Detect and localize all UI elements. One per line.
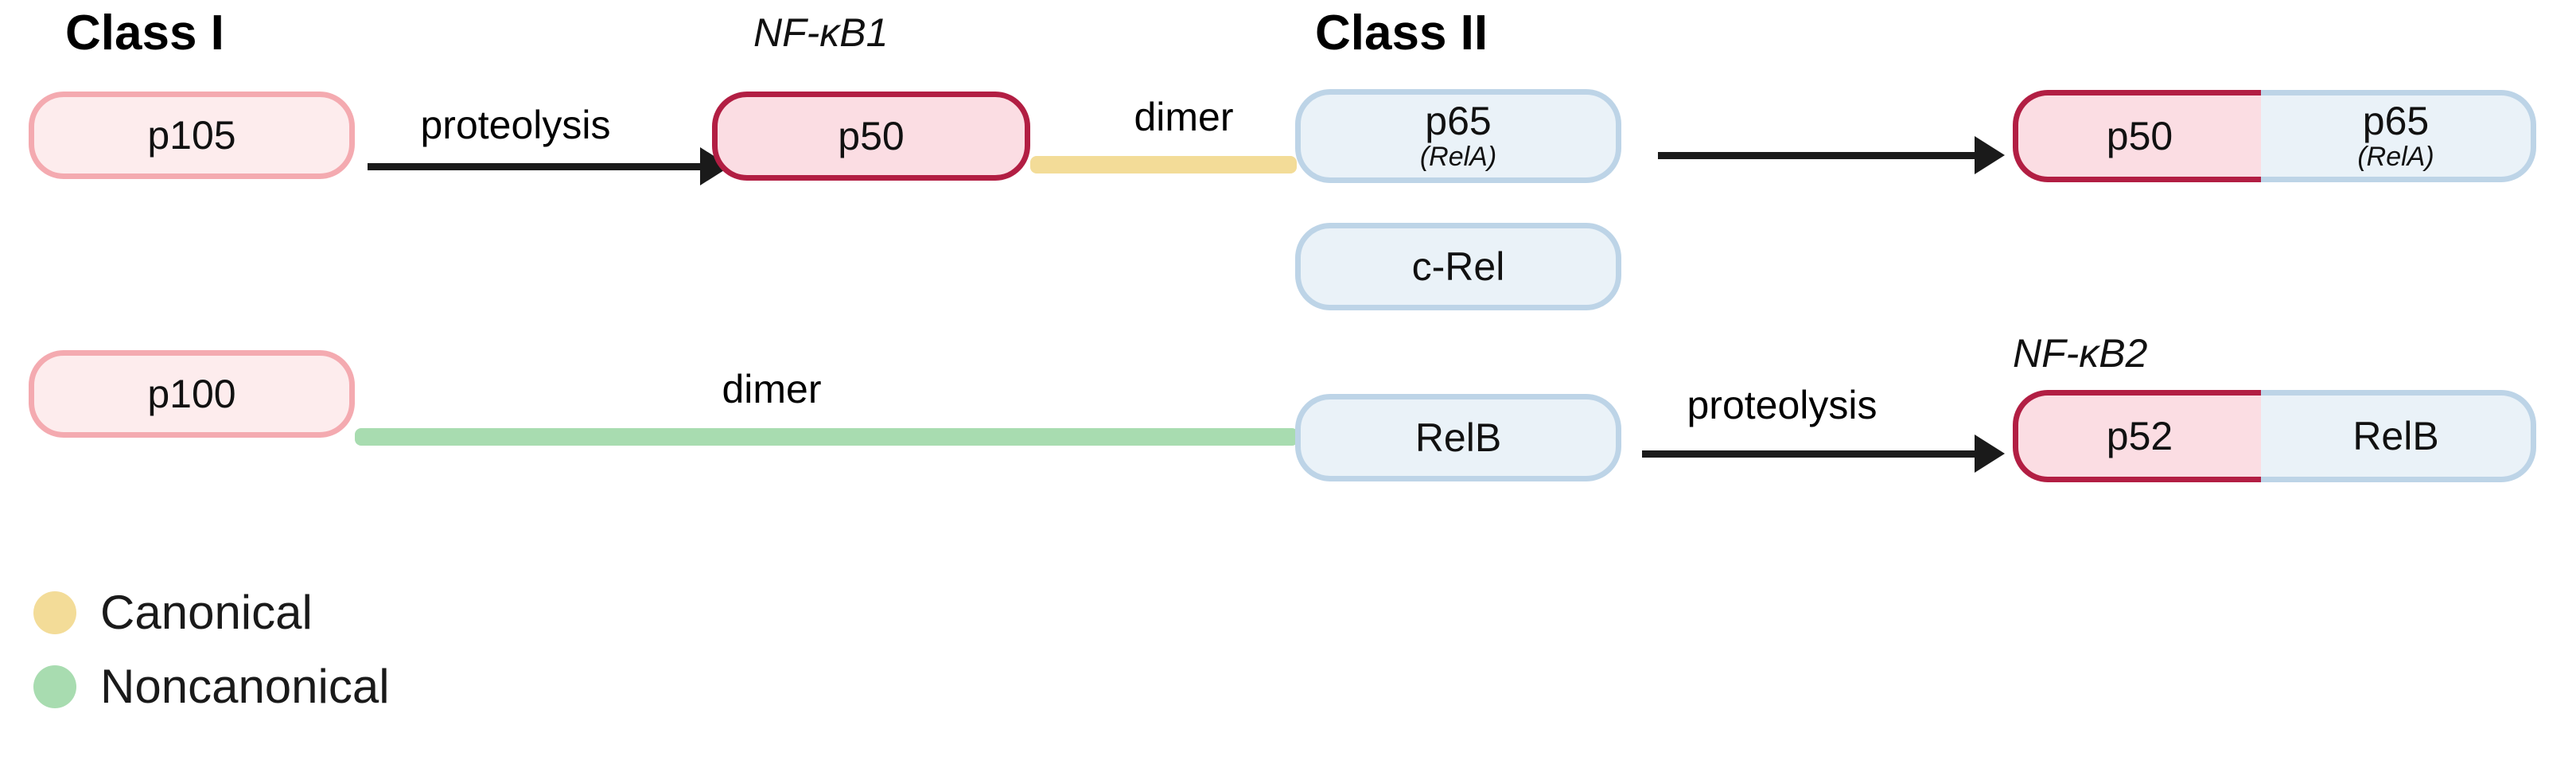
node-dimer-p50-label: p50: [2106, 113, 2173, 158]
edge-label-dimer-bottom: dimer: [722, 367, 822, 411]
class-ii-title: Class II: [1315, 6, 1488, 60]
legend-dot-canonical-icon: [33, 590, 76, 634]
node-p105[interactable]: p105: [29, 92, 355, 179]
node-c-rel[interactable]: c-Rel: [1295, 223, 1621, 310]
node-p50[interactable]: p50: [712, 92, 1030, 181]
node-p65-label: p65: [1425, 99, 1492, 144]
node-dimer-p50[interactable]: p50: [2013, 90, 2261, 182]
edge-label-proteolysis-top: proteolysis: [420, 103, 611, 147]
node-dimer-p52-label: p52: [2106, 413, 2173, 458]
legend-dot-noncanonical-icon: [33, 665, 76, 708]
arrow-line-proteolysis-bottom: [1642, 450, 1976, 458]
arrow-line-proteolysis-top: [368, 163, 702, 170]
node-dimer-p65-alias: (RelA): [2357, 142, 2434, 173]
node-p50-label: p50: [838, 113, 905, 158]
node-p105-label: p105: [147, 112, 236, 158]
nfkb2-label: NF-κB2: [2013, 331, 2148, 376]
node-dimer-p65-label: p65: [2362, 99, 2430, 144]
node-dimer-relb[interactable]: RelB: [2261, 390, 2536, 482]
node-dimer-relb-label: RelB: [2352, 413, 2439, 458]
connector-noncanonical-dimer: [355, 428, 1298, 446]
node-dimer-p65[interactable]: p65 (RelA): [2261, 90, 2536, 182]
node-p65-alias: (RelA): [1419, 142, 1497, 173]
node-relb-label: RelB: [1414, 415, 1502, 460]
legend-item-noncanonical: Noncanonical: [33, 659, 390, 714]
node-relb[interactable]: RelB: [1295, 394, 1621, 481]
node-c-rel-label: c-Rel: [1411, 244, 1505, 289]
arrow-line-activation-top: [1658, 152, 1976, 159]
edge-label-proteolysis-bottom: proteolysis: [1687, 383, 1878, 427]
nfkb1-label: NF-κB1: [753, 10, 889, 55]
connector-canonical-dimer: [1030, 156, 1297, 173]
node-dimer-p52[interactable]: p52: [2013, 390, 2261, 482]
edge-label-dimer-top: dimer: [1134, 95, 1234, 139]
arrow-head-activation-top: [1975, 136, 2005, 174]
node-p100-label: p100: [147, 371, 236, 416]
legend-label-noncanonical: Noncanonical: [100, 660, 390, 713]
legend-item-canonical: Canonical: [33, 585, 313, 640]
arrow-head-proteolysis-bottom: [1975, 435, 2005, 473]
node-p65[interactable]: p65 (RelA): [1295, 89, 1621, 183]
class-i-title: Class I: [65, 6, 224, 60]
node-p100[interactable]: p100: [29, 350, 355, 438]
legend-label-canonical: Canonical: [100, 586, 313, 639]
